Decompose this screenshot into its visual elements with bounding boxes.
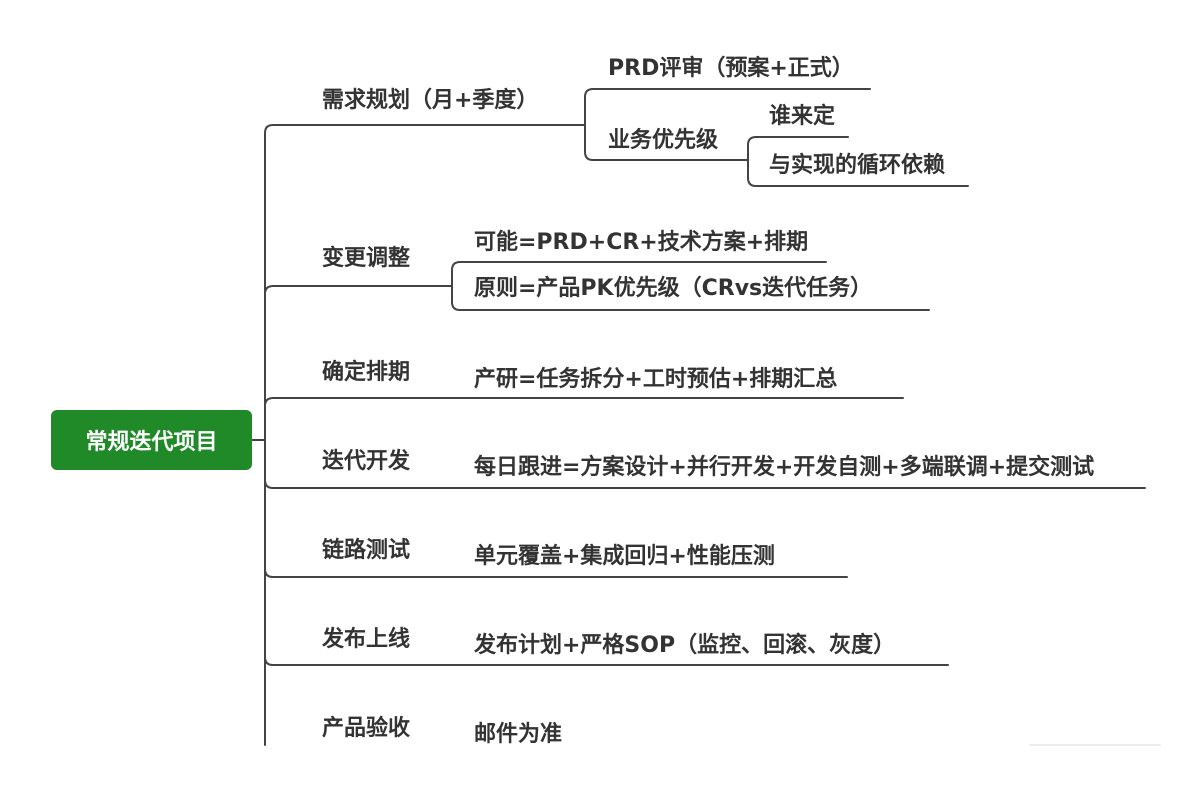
topic-daily-tracking[interactable]: 每日跟进=方案设计+并行开发+开发自测+多端联调+提交测试 [474, 455, 1095, 480]
branch-underline [264, 285, 453, 295]
sub-connector [584, 88, 871, 126]
topic-prd-review[interactable]: PRD评审（预案+正式） [608, 56, 854, 81]
branch-link-testing[interactable]: 链路测试 [322, 538, 411, 563]
spine [264, 124, 303, 746]
sub-connector [451, 261, 827, 287]
topic-possible-changes[interactable]: 可能=PRD+CR+技术方案+排期 [474, 230, 809, 255]
branch-requirements-planning[interactable]: 需求规划（月+季度） [322, 88, 539, 113]
sub-connector [747, 159, 969, 187]
sub-connector [451, 285, 930, 311]
branch-confirm-schedule[interactable]: 确定排期 [322, 360, 411, 385]
topic-circular-dependency[interactable]: 与实现的循环依赖 [769, 153, 946, 178]
topic-change-principle[interactable]: 原则=产品PK优先级（CRvs迭代任务） [474, 276, 873, 301]
branch-underline [264, 479, 1146, 489]
branch-release[interactable]: 发布上线 [322, 627, 411, 652]
branch-change-adjustment[interactable]: 变更调整 [322, 246, 411, 271]
topic-business-priority[interactable]: 业务优先级 [608, 128, 719, 153]
root-topic[interactable]: 常规迭代项目 [51, 410, 252, 470]
topic-rd-scheduling[interactable]: 产研=任务拆分+工时预估+排期汇总 [474, 367, 838, 392]
sub-connector [747, 136, 849, 161]
branch-underline [264, 568, 848, 578]
topic-test-coverage[interactable]: 单元覆盖+集成回归+性能压测 [474, 544, 775, 569]
topic-who-decides[interactable]: 谁来定 [769, 104, 836, 129]
branch-product-acceptance[interactable]: 产品验收 [322, 716, 411, 741]
topic-email-confirmation[interactable]: 邮件为准 [474, 722, 563, 747]
branch-underline [264, 656, 949, 666]
branch-iteration-development[interactable]: 迭代开发 [322, 449, 411, 474]
branch-underline [264, 397, 904, 407]
sub-connector [584, 124, 749, 161]
topic-release-plan[interactable]: 发布计划+严格SOP（监控、回滚、灰度） [474, 633, 896, 658]
